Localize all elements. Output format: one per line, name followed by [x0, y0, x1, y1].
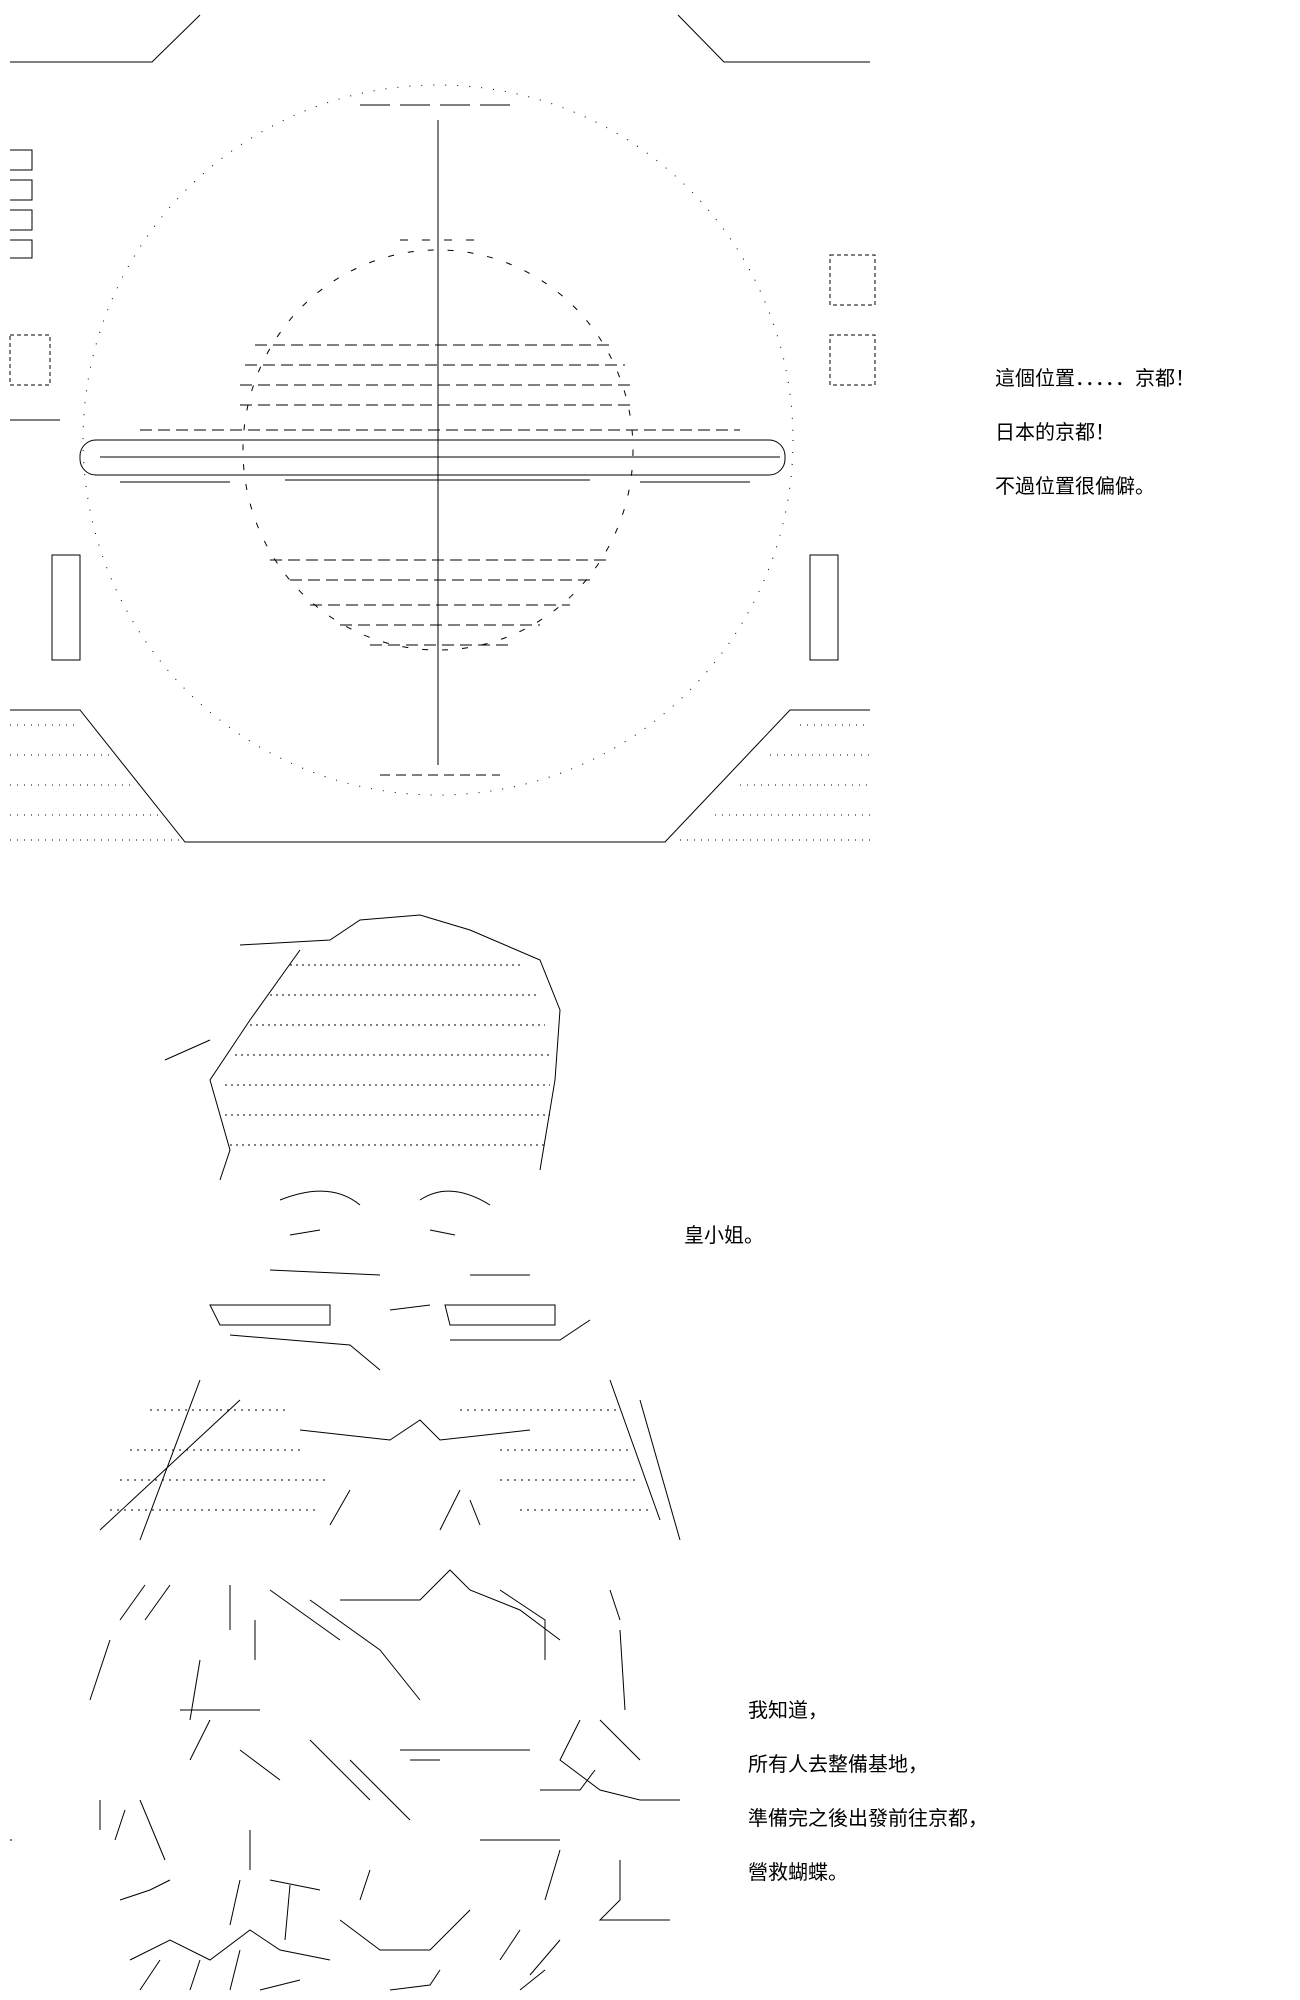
dialogue-line: 我知道，: [748, 1698, 828, 1722]
dialogue-line: 所有人去整備基地，: [748, 1752, 928, 1776]
dialogue-line: 不過位置很偏僻。: [995, 474, 1155, 498]
scope-ascii-art: [0, 0, 1300, 860]
dialogue-line: 營救蝴蝶。: [748, 1860, 848, 1884]
dialogue-line: 日本的京都！: [995, 420, 1115, 444]
dialogue-line: 皇小姐。: [684, 1223, 764, 1247]
dialogue-line: 這個位置．．．．．京都！: [995, 366, 1195, 390]
girl-ascii-art: [0, 0, 1300, 1560]
dialogue-line: 準備完之後出發前往京都，: [748, 1806, 988, 1830]
